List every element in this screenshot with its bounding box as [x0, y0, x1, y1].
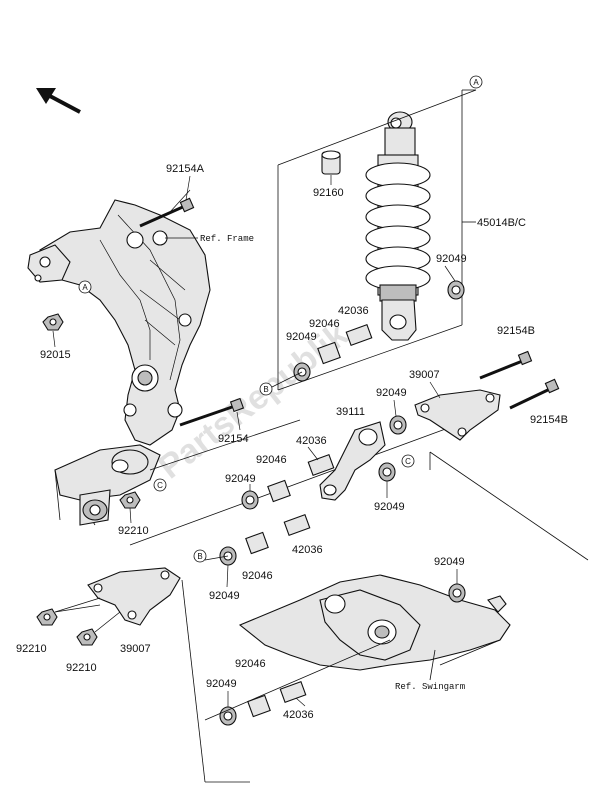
svg-text:C: C	[405, 457, 411, 466]
label-42036-mid: 42036	[296, 435, 327, 447]
label-92049-swing: 92049	[434, 556, 465, 568]
lower-bracket-line	[181, 579, 206, 783]
bottom-axis-line	[204, 639, 391, 721]
shock-absorber-drawing	[365, 111, 431, 341]
label-92046-mid: 92046	[256, 454, 287, 466]
ref-swingarm-leader	[429, 649, 436, 681]
label-39007-top: 39007	[409, 369, 440, 381]
label-92049-left: 92049	[225, 473, 256, 485]
label-92046-bottom: 92046	[235, 658, 266, 670]
label-92049-shockleft: 92049	[286, 331, 317, 343]
svg-text:B: B	[263, 385, 268, 394]
svg-text:A: A	[473, 78, 479, 87]
collar-92049-shock-drawing	[447, 280, 465, 300]
label-92049-shock: 92049	[436, 253, 467, 265]
label-42036-shock: 42036	[338, 305, 369, 317]
bolt-92154A-drawing	[139, 189, 195, 228]
bolt-92154B-right-drawing	[509, 378, 560, 410]
bushing-92160-drawing	[321, 150, 341, 175]
frame-axis-line	[149, 419, 301, 471]
marker-b-lower: B	[193, 549, 207, 563]
nut-92210-a-drawing	[36, 608, 58, 626]
svg-text:B: B	[197, 552, 202, 561]
link-plate-39007-low-drawing	[87, 567, 181, 626]
collar-92049-mid-drawing	[389, 415, 407, 435]
marker-c-link: C	[401, 454, 415, 468]
front-direction-arrow-icon	[36, 88, 81, 114]
frame-bracket-drawing	[27, 199, 211, 446]
label-92049-c: 92049	[374, 501, 405, 513]
marker-b-shock: B	[259, 382, 273, 396]
nut-leader-c	[54, 604, 101, 613]
label-39111: 39111	[336, 406, 365, 418]
svg-text:C: C	[157, 481, 163, 490]
bolt-92154-drawing	[179, 397, 245, 427]
label-92049-low: 92049	[209, 590, 240, 602]
collar-92049-swing-drawing	[448, 583, 466, 603]
label-42036-bottom: 42036	[283, 709, 314, 721]
ref-frame-label: Ref. Frame	[200, 234, 254, 244]
ref-swingarm-label: Ref. Swingarm	[395, 682, 465, 692]
bolt-92154B-top-drawing	[479, 350, 533, 380]
label-39007-low: 39007	[120, 643, 151, 655]
nut-92210-b-drawing	[76, 628, 98, 646]
label-92154: 92154	[218, 433, 249, 445]
marker-c-frame: C	[153, 478, 167, 492]
label-92015: 92015	[40, 349, 71, 361]
frame-lower-pivot-drawing	[54, 444, 161, 526]
link-plate-39007-top-drawing	[414, 389, 501, 441]
label-92049-mid: 92049	[376, 387, 407, 399]
svg-text:A: A	[82, 283, 88, 292]
label-92154B-right: 92154B	[530, 414, 568, 426]
rocker-39111-drawing	[319, 421, 386, 501]
label-92210-frame: 92210	[118, 525, 149, 537]
mid-spacers-drawing	[241, 453, 396, 510]
marker-a-frame: A	[78, 280, 92, 294]
swingarm-drawing	[238, 574, 511, 671]
label-92049-bottom: 92049	[206, 678, 237, 690]
label-92046-low: 92046	[242, 570, 273, 582]
nut-92210-frame-drawing	[119, 491, 141, 509]
link-axis-line	[129, 419, 471, 546]
shock-lower-spacers-drawing	[269, 323, 373, 389]
label-42036-low: 42036	[292, 544, 323, 556]
lower-spacers-drawing	[204, 513, 311, 566]
marker-a-top: A	[469, 75, 483, 89]
nut-leader-b	[94, 611, 121, 633]
swingarm-leader	[429, 451, 589, 561]
label-92154A: 92154A	[166, 163, 205, 175]
label-92210-a: 92210	[16, 643, 47, 655]
label-92046-shock: 92046	[309, 318, 340, 330]
label-92160: 92160	[313, 187, 344, 199]
label-92154B-top: 92154B	[497, 325, 535, 337]
nut-leader-a	[54, 597, 101, 613]
label-45014: 45014B/C	[477, 217, 526, 229]
label-92210-b: 92210	[66, 662, 97, 674]
nut-92015-drawing	[42, 313, 64, 331]
label-leader-lines	[52, 175, 458, 707]
